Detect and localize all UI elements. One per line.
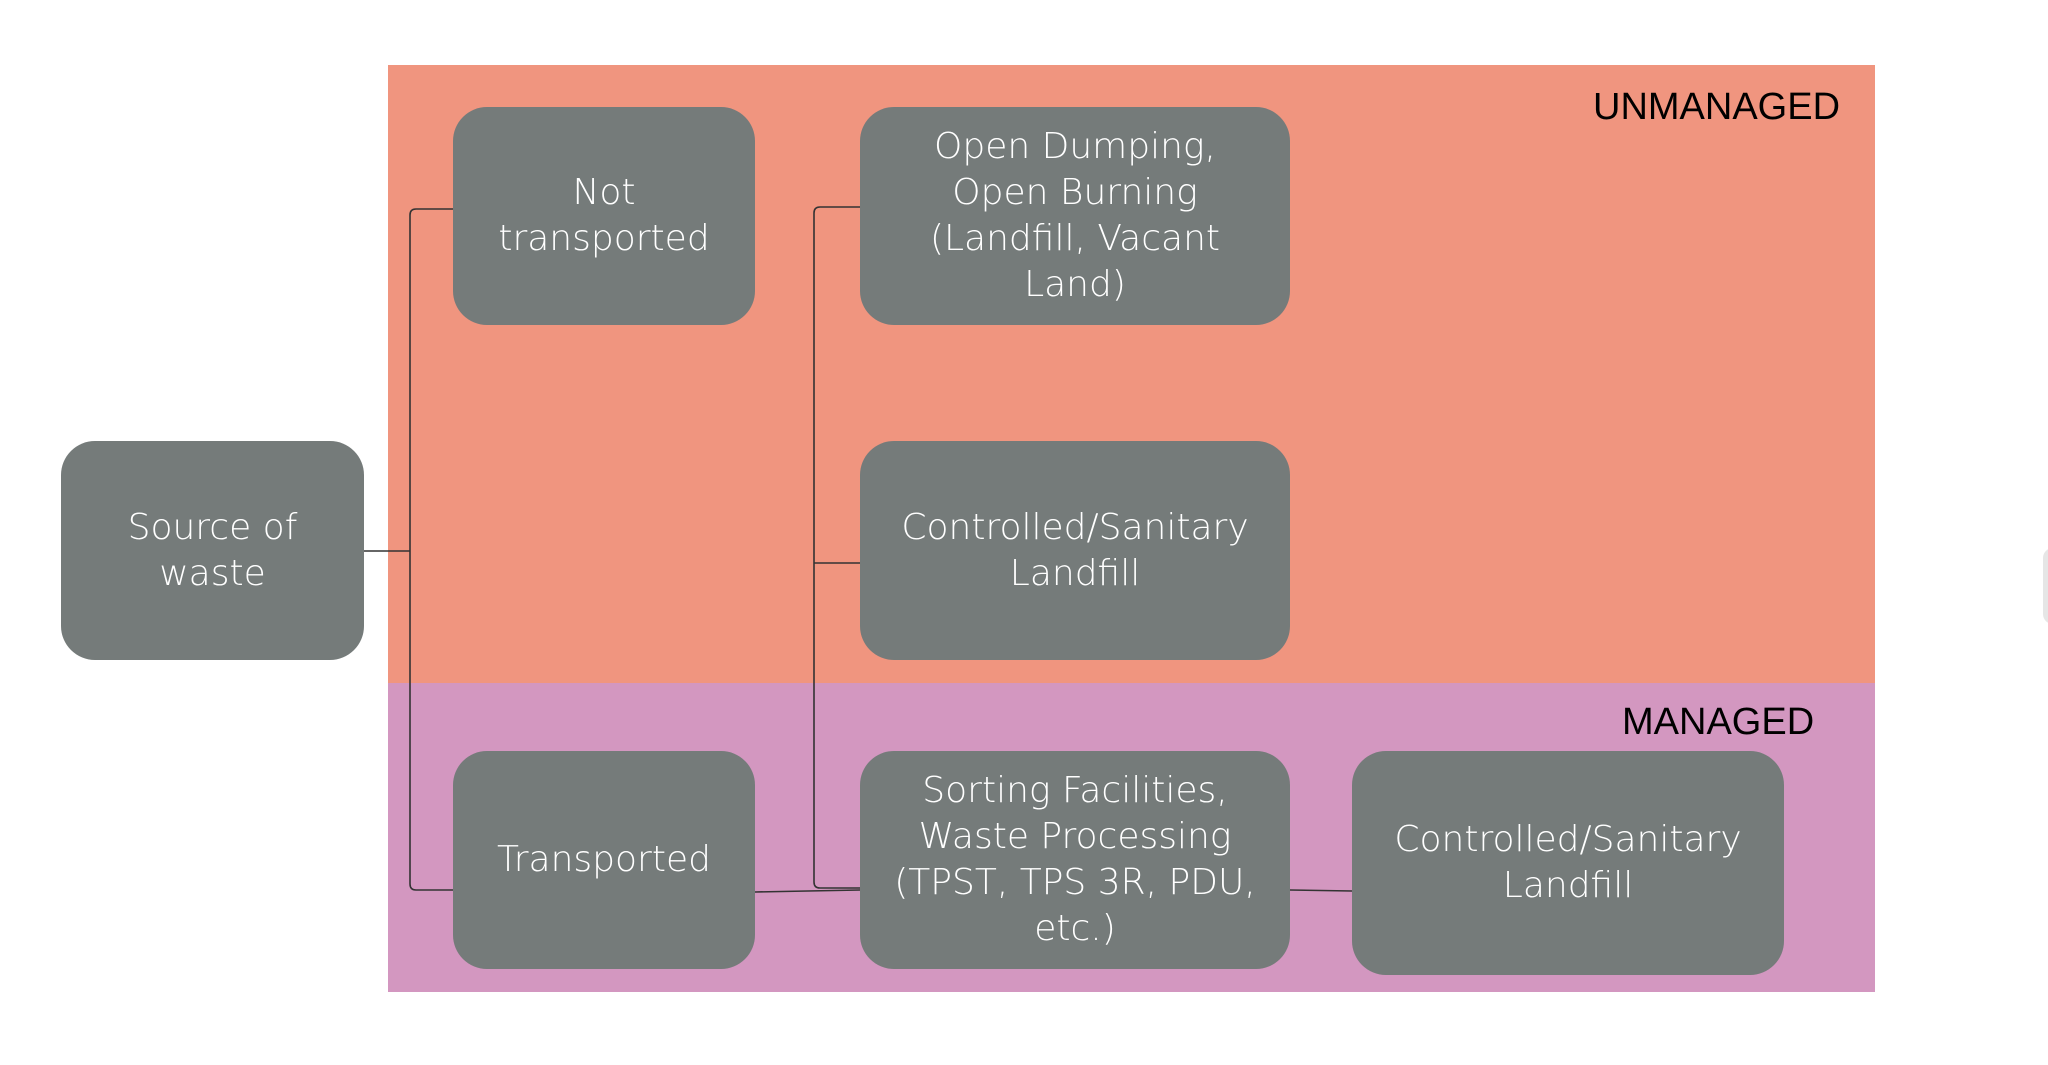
node-source-of-waste: Source of waste [61,441,364,660]
node-landfill-managed-label: Controlled/Sanitary Landfill [1394,819,1742,906]
edge-tab [2043,548,2048,624]
node-open-dumping-label: Open Dumping, Open Burning (Landfill, Va… [929,126,1221,305]
node-transported-label: Transported [497,839,711,880]
node-source-of-waste-label: Source of waste [127,506,298,594]
unmanaged-zone-label: UNMANAGED [1593,86,1841,128]
node-sorting-facilities: Sorting Facilities, Waste Processing (TP… [860,751,1290,969]
node-transported: Transported [453,751,755,969]
node-sorting-facilities-label: Sorting Facilities, Waste Processing (TP… [894,770,1256,949]
node-open-dumping: Open Dumping, Open Burning (Landfill, Va… [860,107,1290,325]
node-not-transported-label: Not transported [498,172,710,259]
node-landfill-unmanaged: Controlled/Sanitary Landfill [860,441,1290,660]
node-not-transported: Not transported [453,107,755,325]
managed-zone-label: MANAGED [1622,701,1815,743]
node-landfill-unmanaged-label: Controlled/Sanitary Landfill [901,506,1249,594]
node-landfill-managed: Controlled/Sanitary Landfill [1352,751,1784,975]
